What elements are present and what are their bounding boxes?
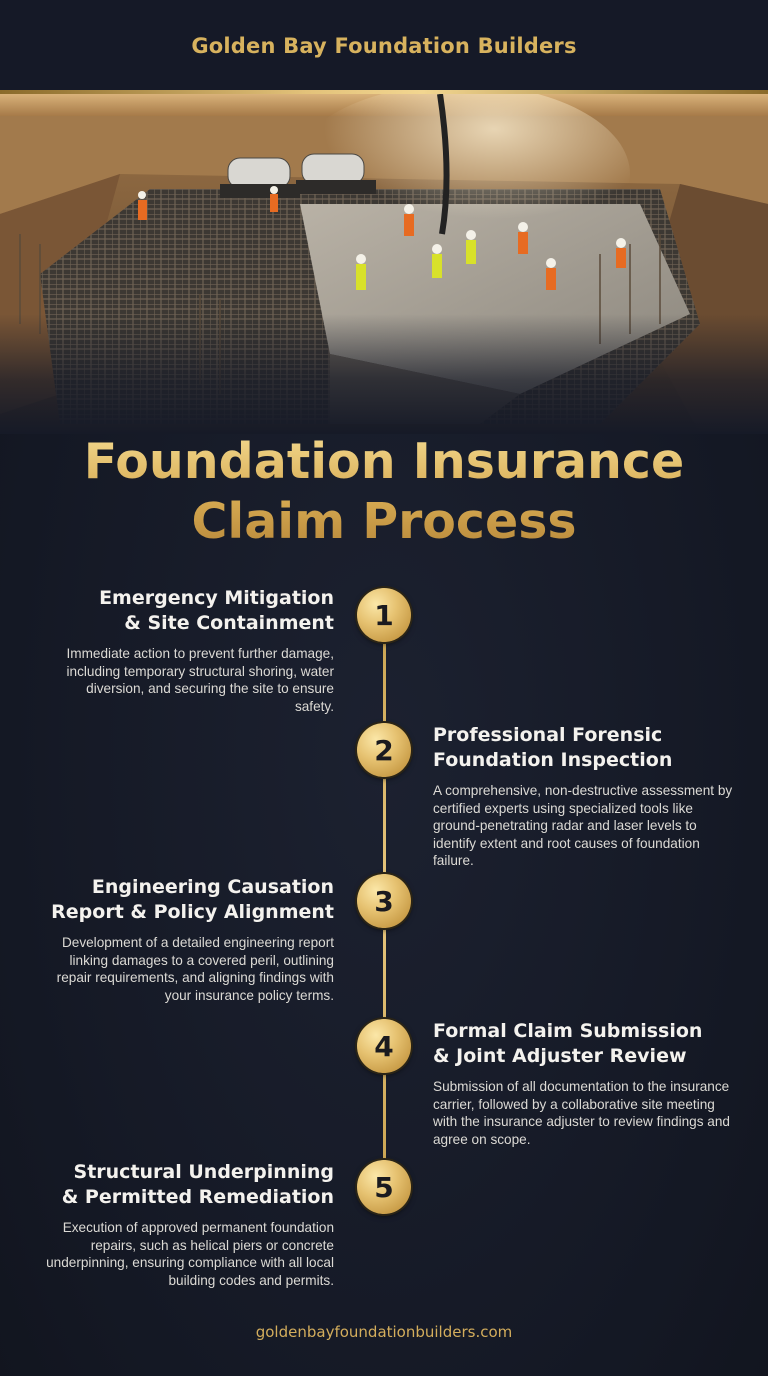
step-4-title-line-1: Formal Claim Submission — [433, 1020, 703, 1042]
step-5-number-badge: 5 — [357, 1160, 411, 1214]
step-2-title-line-2: Foundation Inspection — [433, 749, 673, 771]
page-title: Foundation Insurance Claim Process — [0, 432, 768, 552]
step-1-description: Immediate action to prevent further dama… — [66, 646, 335, 714]
brand-name: Golden Bay Foundation Builders — [191, 34, 577, 58]
step-2-description: A comprehensive, non-destructive assessm… — [433, 783, 733, 868]
step-4-description: Submission of all documentation to the i… — [433, 1079, 730, 1147]
step-4-number: 4 — [374, 1029, 394, 1063]
step-1-number: 1 — [374, 598, 394, 632]
step-3-number-badge: 3 — [357, 874, 411, 928]
step-3: Engineering Causation Report & Policy Al… — [44, 875, 334, 1004]
step-2-number-badge: 2 — [357, 723, 411, 777]
gold-divider — [0, 90, 768, 94]
step-5: Structural Underpinning & Permitted Reme… — [44, 1160, 334, 1289]
title-line-2: Claim Process — [191, 493, 577, 550]
step-2: Professional Forensic Foundation Inspect… — [433, 723, 733, 870]
step-1-title-line-1: Emergency Mitigation — [99, 587, 334, 609]
construction-site-photo — [0, 94, 768, 434]
header-bar: Golden Bay Foundation Builders — [0, 0, 768, 92]
step-1-title: Emergency Mitigation & Site Containment — [44, 586, 334, 636]
footer-website-link[interactable]: goldenbayfoundationbuilders.com — [255, 1323, 513, 1341]
step-5-title-line-1: Structural Underpinning — [73, 1161, 334, 1183]
step-5-title: Structural Underpinning & Permitted Reme… — [44, 1160, 334, 1210]
step-3-title-line-2: Report & Policy Alignment — [51, 901, 334, 923]
step-1: Emergency Mitigation & Site Containment … — [44, 586, 335, 715]
step-3-title-line-1: Engineering Causation — [91, 876, 334, 898]
step-4-title: Formal Claim Submission & Joint Adjuster… — [433, 1019, 733, 1069]
photo-fade-overlay — [0, 314, 768, 434]
step-3-number: 3 — [374, 884, 394, 918]
step-3-description: Development of a detailed engineering re… — [56, 935, 334, 1003]
step-5-description: Execution of approved permanent foundati… — [46, 1220, 334, 1288]
step-1-title-line-2: & Site Containment — [124, 612, 334, 634]
step-4-number-badge: 4 — [357, 1019, 411, 1073]
step-5-number: 5 — [374, 1170, 394, 1204]
step-2-title-line-1: Professional Forensic — [433, 724, 663, 746]
step-3-title: Engineering Causation Report & Policy Al… — [44, 875, 334, 925]
step-1-number-badge: 1 — [357, 588, 411, 642]
step-2-title: Professional Forensic Foundation Inspect… — [433, 723, 733, 773]
step-4-title-line-2: & Joint Adjuster Review — [433, 1045, 687, 1067]
step-4: Formal Claim Submission & Joint Adjuster… — [433, 1019, 733, 1148]
step-5-title-line-2: & Permitted Remediation — [61, 1186, 334, 1208]
title-line-1: Foundation Insurance — [83, 433, 685, 490]
step-2-number: 2 — [374, 733, 394, 767]
